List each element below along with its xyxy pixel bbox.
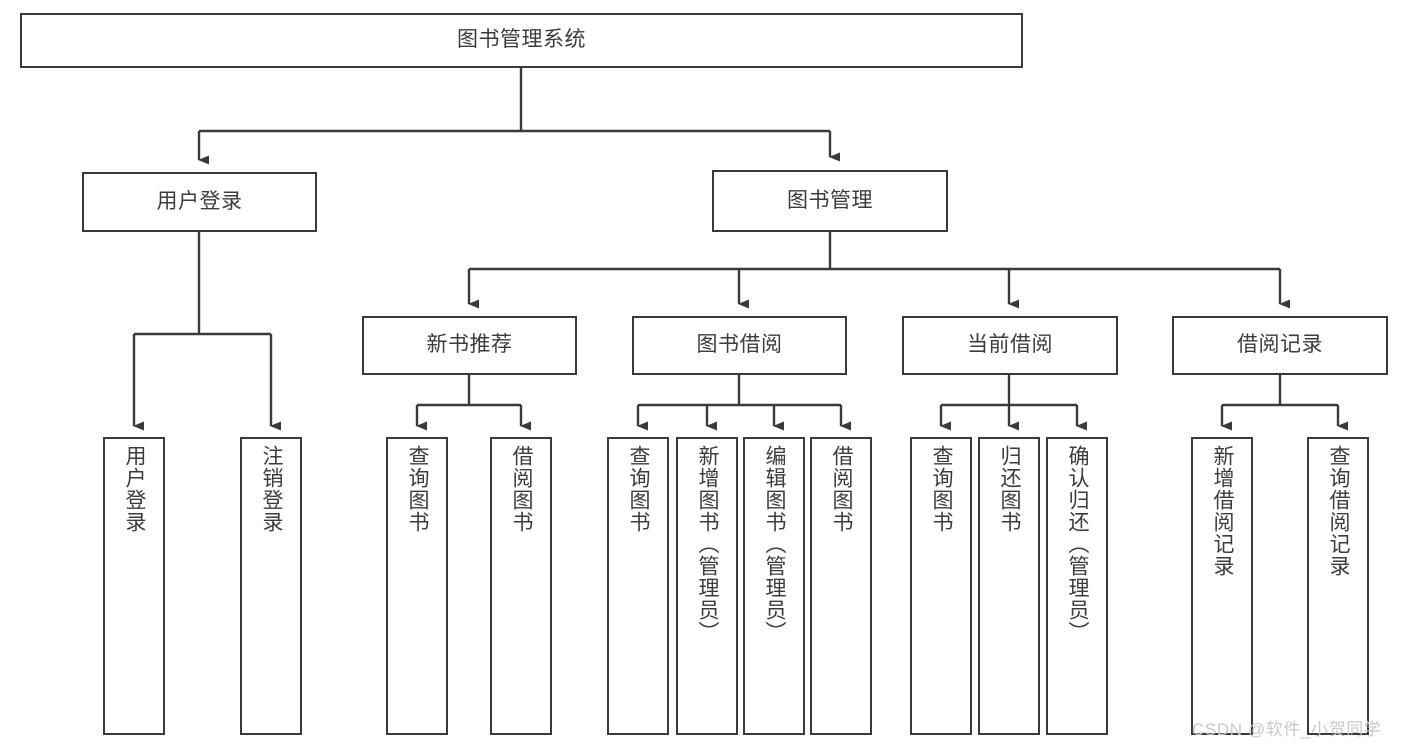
node-book-management-label: 图书管理 bbox=[787, 188, 873, 212]
node-leaf-query-borrow-record[interactable]: 查询借阅记录 bbox=[1307, 437, 1369, 735]
node-leaf-query-book-2-label: 查询图书 bbox=[627, 445, 651, 533]
node-leaf-user-login-label: 用户登录 bbox=[123, 445, 147, 533]
node-leaf-add-borrow-record[interactable]: 新增借阅记录 bbox=[1191, 437, 1253, 735]
node-leaf-query-book-3[interactable]: 查询图书 bbox=[910, 437, 972, 735]
node-leaf-add-book-admin-label: 新增图书（管理员） bbox=[696, 445, 720, 643]
node-current-borrow[interactable]: 当前借阅 bbox=[902, 316, 1118, 375]
node-book-management[interactable]: 图书管理 bbox=[712, 170, 948, 232]
node-user-login[interactable]: 用户登录 bbox=[82, 172, 317, 232]
node-leaf-logout-login[interactable]: 注销登录 bbox=[240, 437, 302, 735]
node-leaf-query-borrow-record-label: 查询借阅记录 bbox=[1327, 445, 1351, 577]
node-leaf-borrow-book-1[interactable]: 借阅图书 bbox=[490, 437, 552, 735]
node-leaf-logout-login-label: 注销登录 bbox=[260, 445, 284, 533]
node-new-book-recommend-label: 新书推荐 bbox=[426, 333, 513, 357]
node-leaf-edit-book-admin-label: 编辑图书（管理员） bbox=[763, 445, 787, 643]
node-leaf-add-book-admin[interactable]: 新增图书（管理员） bbox=[676, 437, 738, 735]
node-leaf-query-book-1-label: 查询图书 bbox=[406, 445, 430, 533]
node-borrow-record-label: 借阅记录 bbox=[1237, 333, 1323, 357]
node-leaf-query-book-2[interactable]: 查询图书 bbox=[607, 437, 669, 735]
node-leaf-user-login[interactable]: 用户登录 bbox=[103, 437, 165, 735]
node-root-label: 图书管理系统 bbox=[457, 28, 586, 52]
node-leaf-edit-book-admin[interactable]: 编辑图书（管理员） bbox=[743, 437, 805, 735]
csdn-watermark: CSDN @软件_小贺同学 bbox=[1192, 720, 1382, 739]
node-leaf-query-book-3-label: 查询图书 bbox=[930, 445, 954, 533]
node-current-borrow-label: 当前借阅 bbox=[967, 333, 1053, 357]
node-book-borrow[interactable]: 图书借阅 bbox=[632, 316, 847, 375]
node-leaf-borrow-book-2[interactable]: 借阅图书 bbox=[810, 437, 872, 735]
node-leaf-query-book-1[interactable]: 查询图书 bbox=[386, 437, 448, 735]
node-leaf-return-book[interactable]: 归还图书 bbox=[978, 437, 1040, 735]
node-leaf-confirm-return-admin-label: 确认归还（管理员） bbox=[1066, 445, 1090, 643]
node-leaf-borrow-book-1-label: 借阅图书 bbox=[510, 445, 534, 533]
node-leaf-borrow-book-2-label: 借阅图书 bbox=[830, 445, 854, 533]
node-user-login-label: 用户登录 bbox=[156, 189, 243, 213]
node-leaf-confirm-return-admin[interactable]: 确认归还（管理员） bbox=[1046, 437, 1108, 735]
node-borrow-record[interactable]: 借阅记录 bbox=[1172, 316, 1388, 375]
node-leaf-return-book-label: 归还图书 bbox=[998, 445, 1022, 533]
node-root[interactable]: 图书管理系统 bbox=[20, 13, 1023, 68]
node-book-borrow-label: 图书借阅 bbox=[696, 333, 783, 357]
node-leaf-add-borrow-record-label: 新增借阅记录 bbox=[1211, 445, 1235, 577]
node-new-book-recommend[interactable]: 新书推荐 bbox=[362, 316, 577, 375]
